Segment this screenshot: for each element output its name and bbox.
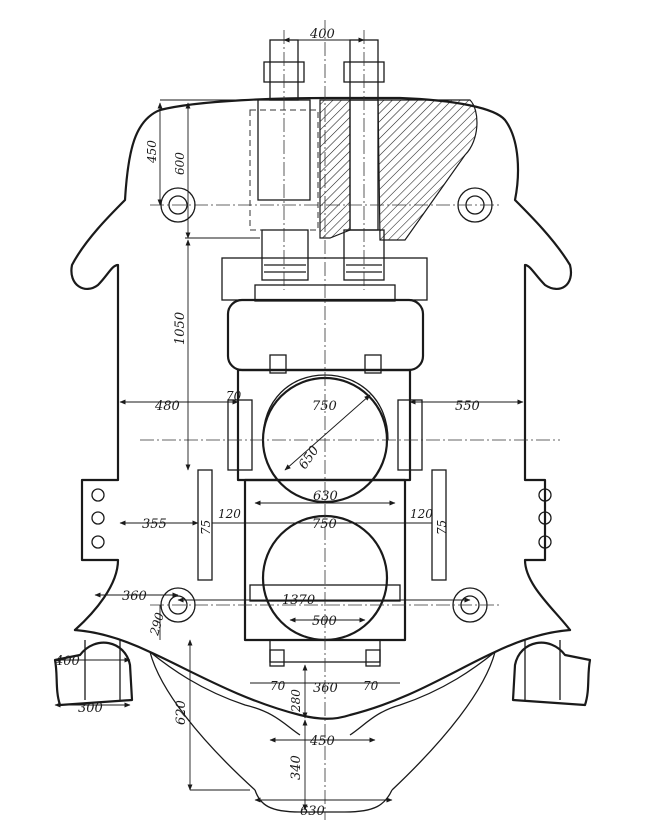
dim-bottom-360: 360: [313, 681, 338, 696]
dimension-labels: 400 450 600 1050 480 550 70 750 650 630 …: [54, 27, 480, 819]
dim-left-height: 1050: [173, 312, 188, 345]
dim-lower-750: 750: [312, 517, 337, 532]
upper-roll: [261, 374, 389, 504]
dim-bottom-70b: 70: [363, 679, 379, 693]
dim-bore-inner: 650: [296, 443, 323, 472]
dim-left-120: 120: [218, 507, 241, 521]
dim-bottom-630: 630: [300, 804, 325, 819]
dim-top-a: 450: [145, 140, 159, 164]
dim-left-75: 75: [199, 520, 213, 535]
dim-bottom-70a: 70: [270, 679, 286, 693]
dim-top-b: 600: [173, 152, 187, 175]
dim-center-1370: 1370: [282, 593, 315, 608]
left-foot: [53, 640, 134, 707]
dim-bore-diameter: 750: [312, 399, 337, 414]
dim-bottom-340: 340: [289, 755, 304, 780]
dim-right-75: 75: [435, 520, 449, 535]
dim-foot-400: 400: [54, 654, 80, 669]
dim-right-width: 550: [455, 399, 480, 414]
dim-left-360: 360: [122, 589, 147, 604]
dimension-lines: [54, 37, 524, 811]
dim-bottom-620: 620: [174, 700, 189, 725]
middle-chock: [227, 354, 423, 482]
right-guide: [431, 469, 447, 581]
dim-inner-500: 500: [312, 614, 337, 629]
right-foot: [511, 640, 592, 707]
section-hatch: [319, 99, 478, 241]
dim-left-70: 70: [226, 389, 242, 403]
dim-bottom-450: 450: [309, 734, 335, 749]
dim-top-spacing: 400: [309, 27, 335, 42]
dim-foot-300: 300: [78, 701, 103, 716]
upper-chock: [221, 257, 428, 372]
dim-bottom-280: 280: [289, 689, 303, 713]
dim-chord-630: 630: [313, 489, 338, 504]
dim-left-355: 355: [142, 517, 167, 532]
dim-small-290: 290: [147, 611, 167, 638]
dim-left-width: 480: [154, 399, 180, 414]
dim-right-120: 120: [410, 507, 433, 521]
